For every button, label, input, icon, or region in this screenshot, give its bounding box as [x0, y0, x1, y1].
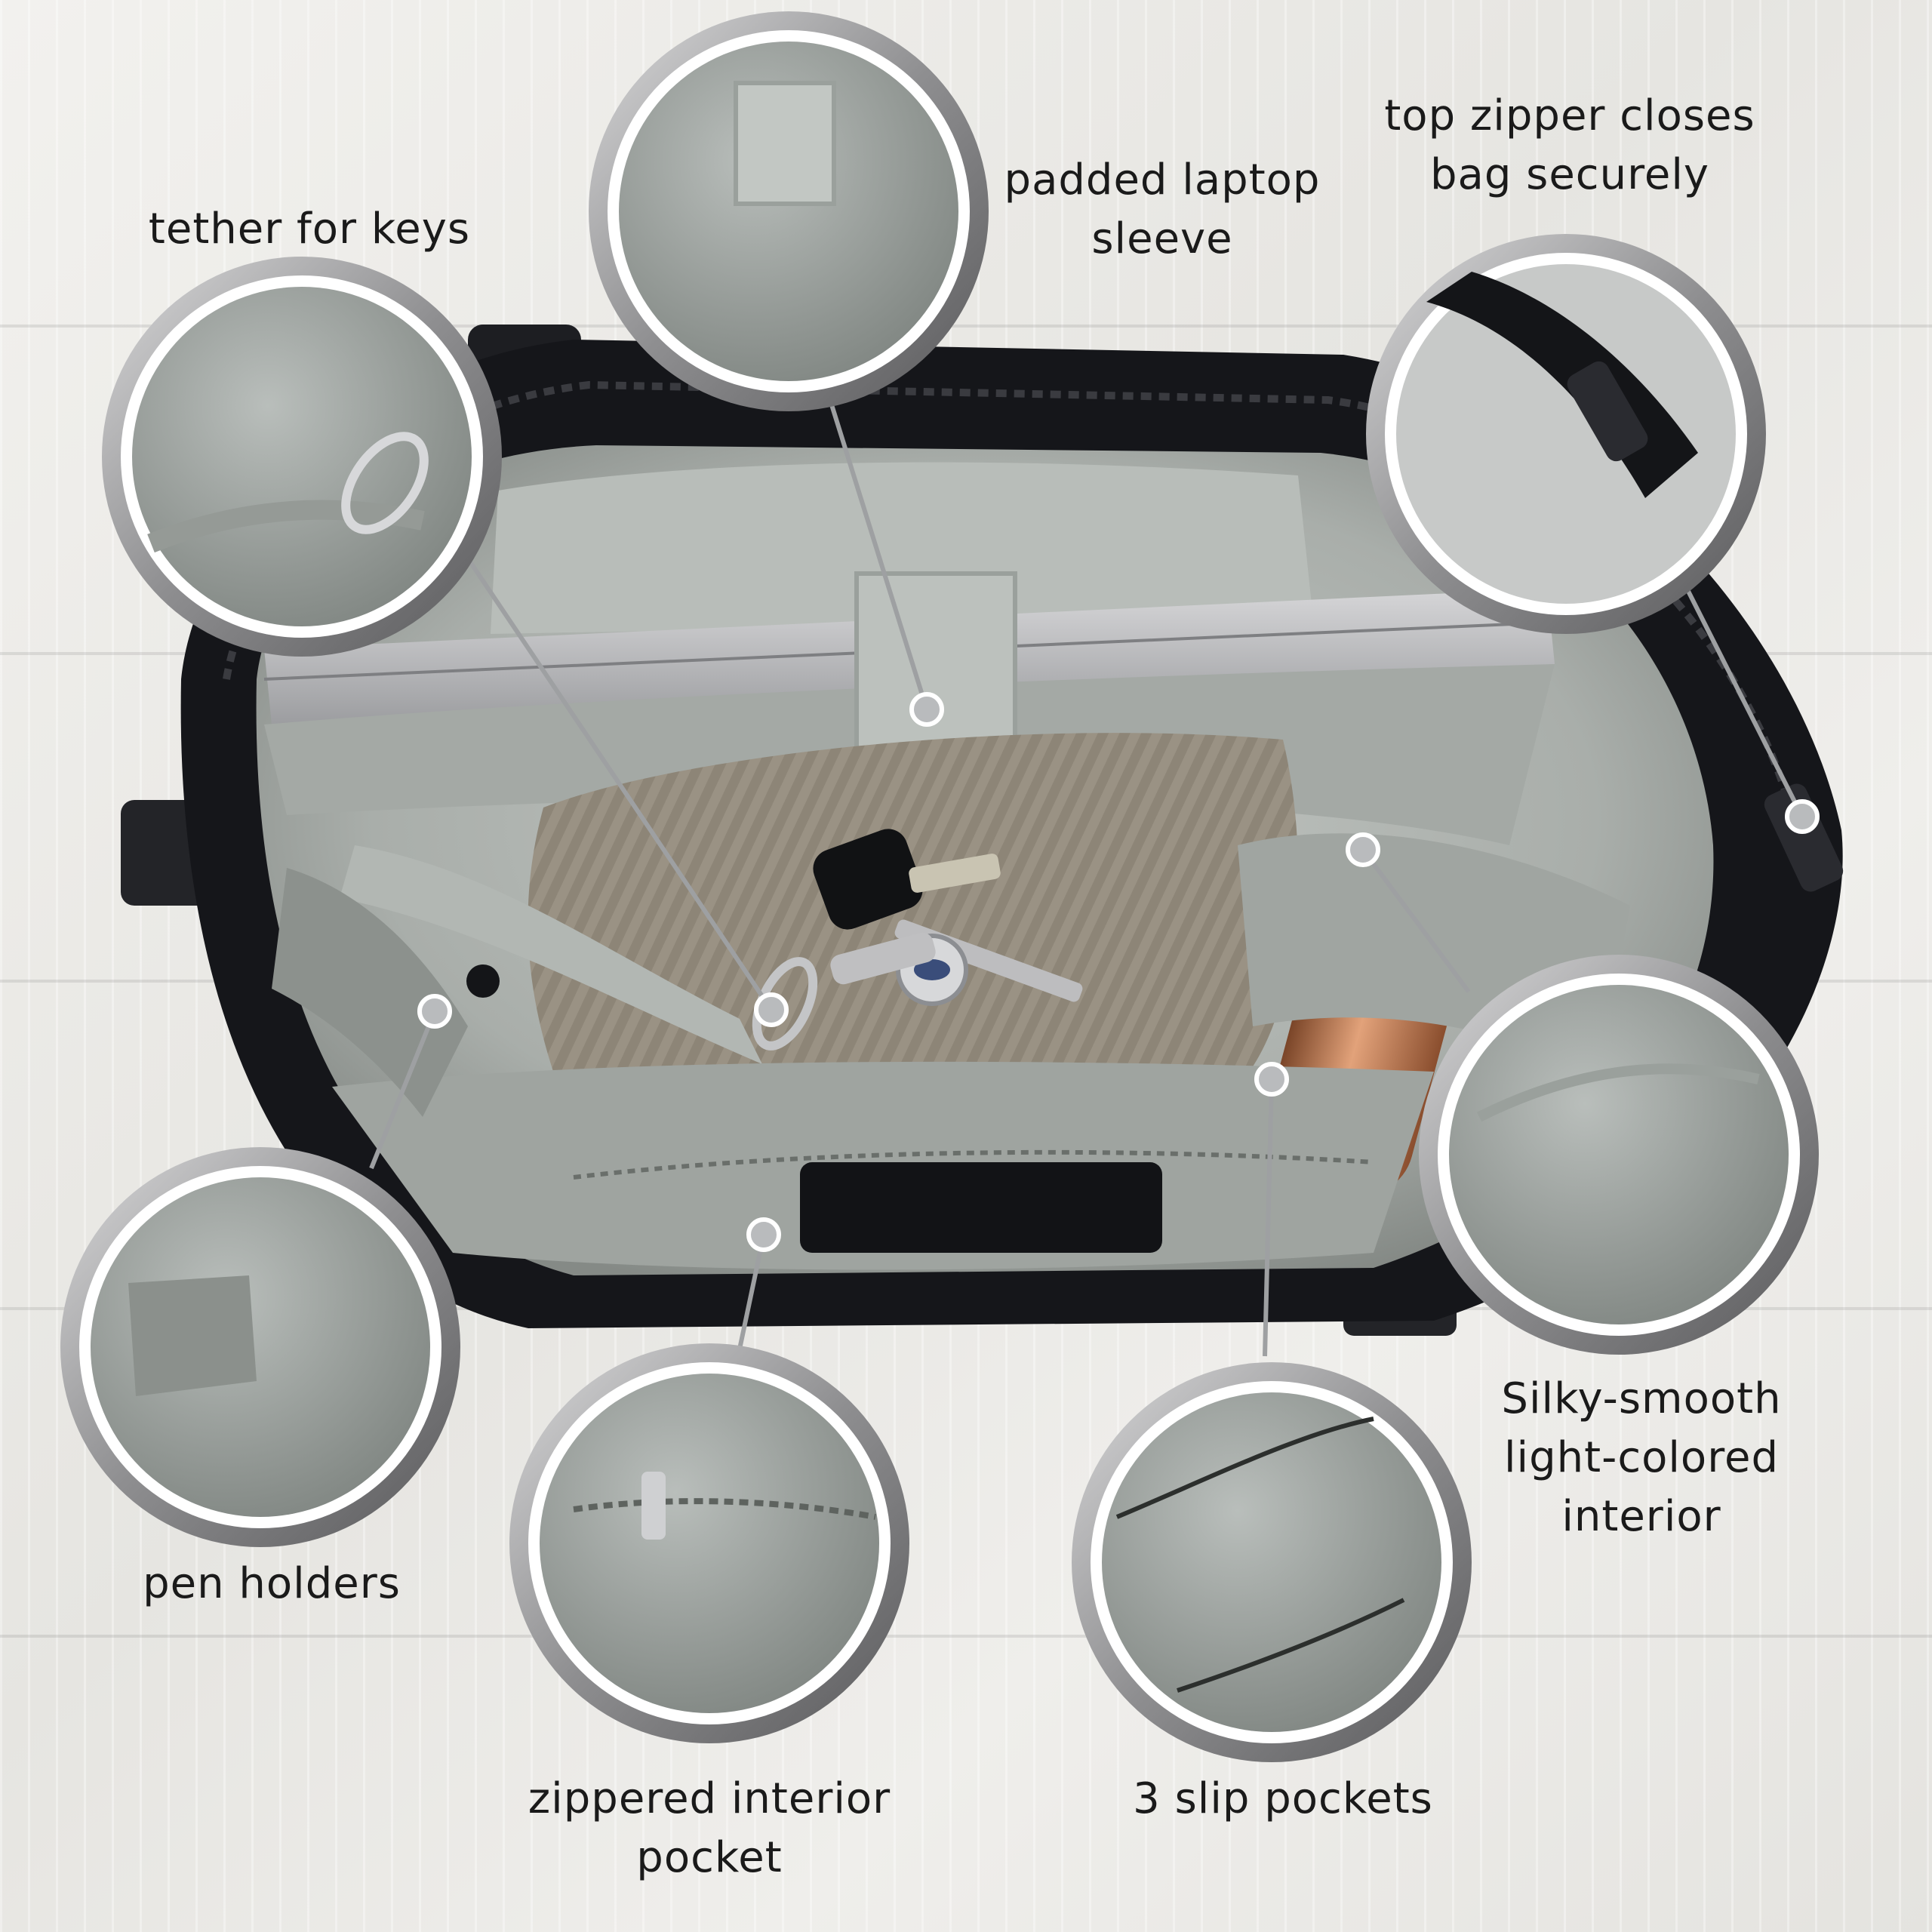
sweater: [528, 733, 1298, 1104]
inset-silky-interior: [1419, 955, 1819, 1355]
label-3-slip-pockets: 3 slip pockets: [1133, 1774, 1433, 1823]
key-icon: [813, 829, 1083, 1006]
label-zippered-interior-pocket: zippered interior pocket: [528, 1774, 891, 1882]
inset-tether: [102, 257, 502, 657]
label-padded-laptop-sleeve: padded laptop sleeve: [1004, 155, 1321, 263]
inset-slip-pockets: [1072, 1362, 1472, 1762]
bag-body: [121, 325, 1844, 1336]
leader-dots: [417, 692, 1820, 1252]
inset-top-zipper: [1366, 234, 1766, 634]
label-pen-holders: pen holders: [143, 1559, 401, 1608]
label-tether-for-keys: tether for keys: [148, 205, 471, 254]
label-top-zipper: top zipper closes bag securely: [1384, 91, 1755, 199]
label-silky-smooth-interior: Silky-smooth light-colored interior: [1501, 1374, 1782, 1541]
inset-zippered-pocket: [509, 1343, 909, 1743]
inset-laptop-sleeve: [589, 11, 989, 411]
key-tether-strap: [340, 845, 762, 1064]
inset-pen-holders: [60, 1147, 460, 1547]
